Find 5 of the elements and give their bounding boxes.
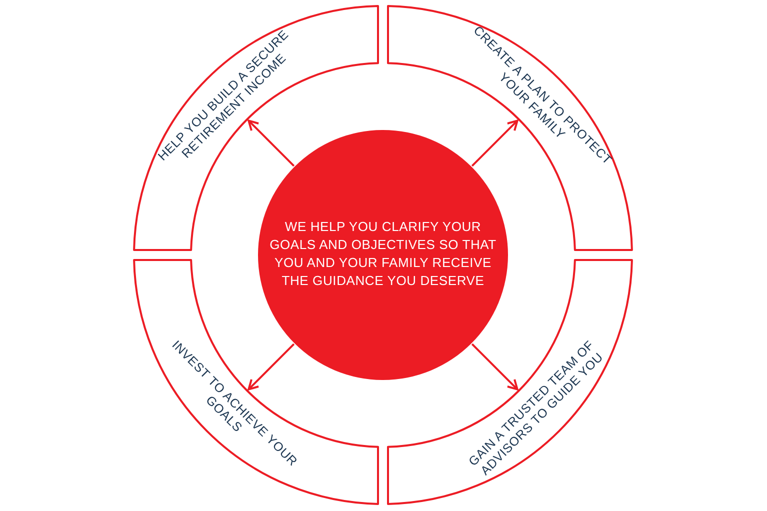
arrow (248, 120, 295, 167)
center-text: WE HELP YOU CLARIFY YOUR GOALS AND OBJECTIVES SO THAT YOU AND YOUR FAMILY RECEIVE THE GUIDANCE YOU DESERVE (268, 218, 498, 290)
arrow (471, 343, 518, 390)
arrow (471, 120, 518, 167)
arrow (248, 343, 295, 390)
